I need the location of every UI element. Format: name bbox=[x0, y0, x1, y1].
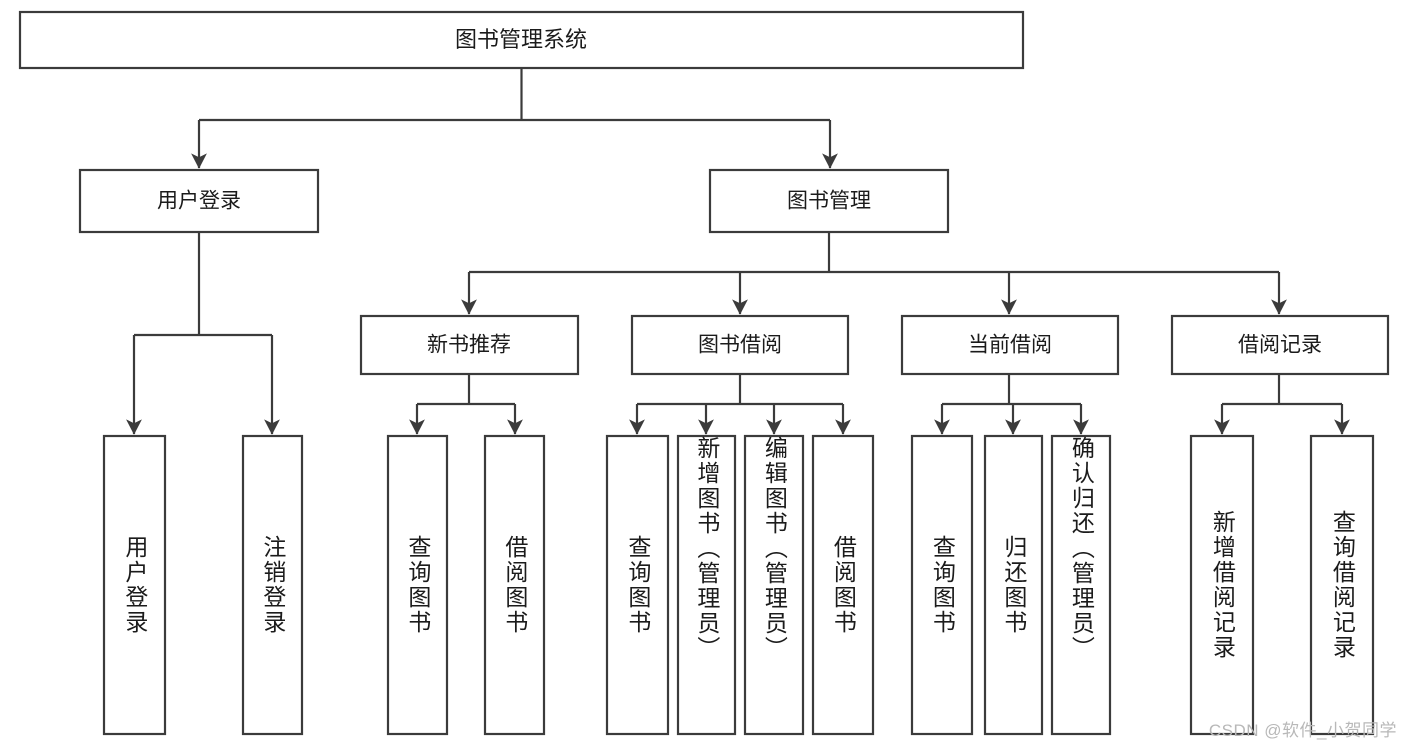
node-borrow-record[interactable]: 借阅记录 bbox=[1170, 314, 1390, 376]
node-leaf-return-book-rect[interactable] bbox=[983, 434, 1044, 736]
node-book-manage-rect[interactable] bbox=[708, 168, 950, 234]
node-user-login-label: 用户登录 bbox=[157, 190, 241, 213]
node-book-manage-label: 图书管理 bbox=[787, 190, 871, 213]
node-new-book-recommend[interactable]: 新书推荐 bbox=[359, 314, 580, 376]
node-leaf-query-book-3-rect[interactable] bbox=[910, 434, 974, 736]
node-user-login[interactable]: 用户登录 bbox=[78, 168, 320, 234]
node-book-borrow[interactable]: 图书借阅 bbox=[630, 314, 850, 376]
node-leaf-query-borrow-record-rect[interactable] bbox=[1309, 434, 1375, 736]
node-leaf-edit-book-admin-rect[interactable] bbox=[743, 434, 805, 736]
nodes-layer: 图书管理系统 用户登录 图书管理 新书推荐 图书借阅 当前 bbox=[18, 10, 1390, 736]
csdn-watermark: CSDN @软件_小贺同学 bbox=[1208, 721, 1397, 740]
node-current-borrow-rect[interactable] bbox=[900, 314, 1120, 376]
edges-layer bbox=[126, 68, 1350, 435]
node-borrow-record-label: 借阅记录 bbox=[1238, 334, 1322, 357]
node-leaf-add-book-admin-rect[interactable] bbox=[676, 434, 737, 736]
node-current-borrow[interactable]: 当前借阅 bbox=[900, 314, 1120, 376]
node-new-book-recommend-rect[interactable] bbox=[359, 314, 580, 376]
node-leaf-borrow-book-1-rect[interactable] bbox=[483, 434, 546, 736]
node-leaf-logout-rect[interactable] bbox=[241, 434, 304, 736]
leaf-nodes-layer bbox=[102, 434, 1375, 736]
node-leaf-add-borrow-record-rect[interactable] bbox=[1189, 434, 1255, 736]
node-root-rect[interactable] bbox=[18, 10, 1025, 70]
node-leaf-query-book-1-rect[interactable] bbox=[386, 434, 449, 736]
node-leaf-user-login-rect[interactable] bbox=[102, 434, 167, 736]
node-root[interactable]: 图书管理系统 bbox=[18, 10, 1025, 70]
node-leaf-borrow-book-2-rect[interactable] bbox=[811, 434, 875, 736]
node-current-borrow-label: 当前借阅 bbox=[968, 334, 1052, 357]
node-new-book-recommend-label: 新书推荐 bbox=[427, 334, 511, 357]
node-borrow-record-rect[interactable] bbox=[1170, 314, 1390, 376]
node-leaf-query-book-2-rect[interactable] bbox=[605, 434, 670, 736]
node-book-borrow-rect[interactable] bbox=[630, 314, 850, 376]
node-user-login-rect[interactable] bbox=[78, 168, 320, 234]
node-leaf-confirm-return-admin-rect[interactable] bbox=[1050, 434, 1112, 736]
node-root-label: 图书管理系统 bbox=[455, 27, 587, 52]
node-book-manage[interactable]: 图书管理 bbox=[708, 168, 950, 234]
node-book-borrow-label: 图书借阅 bbox=[698, 334, 782, 357]
